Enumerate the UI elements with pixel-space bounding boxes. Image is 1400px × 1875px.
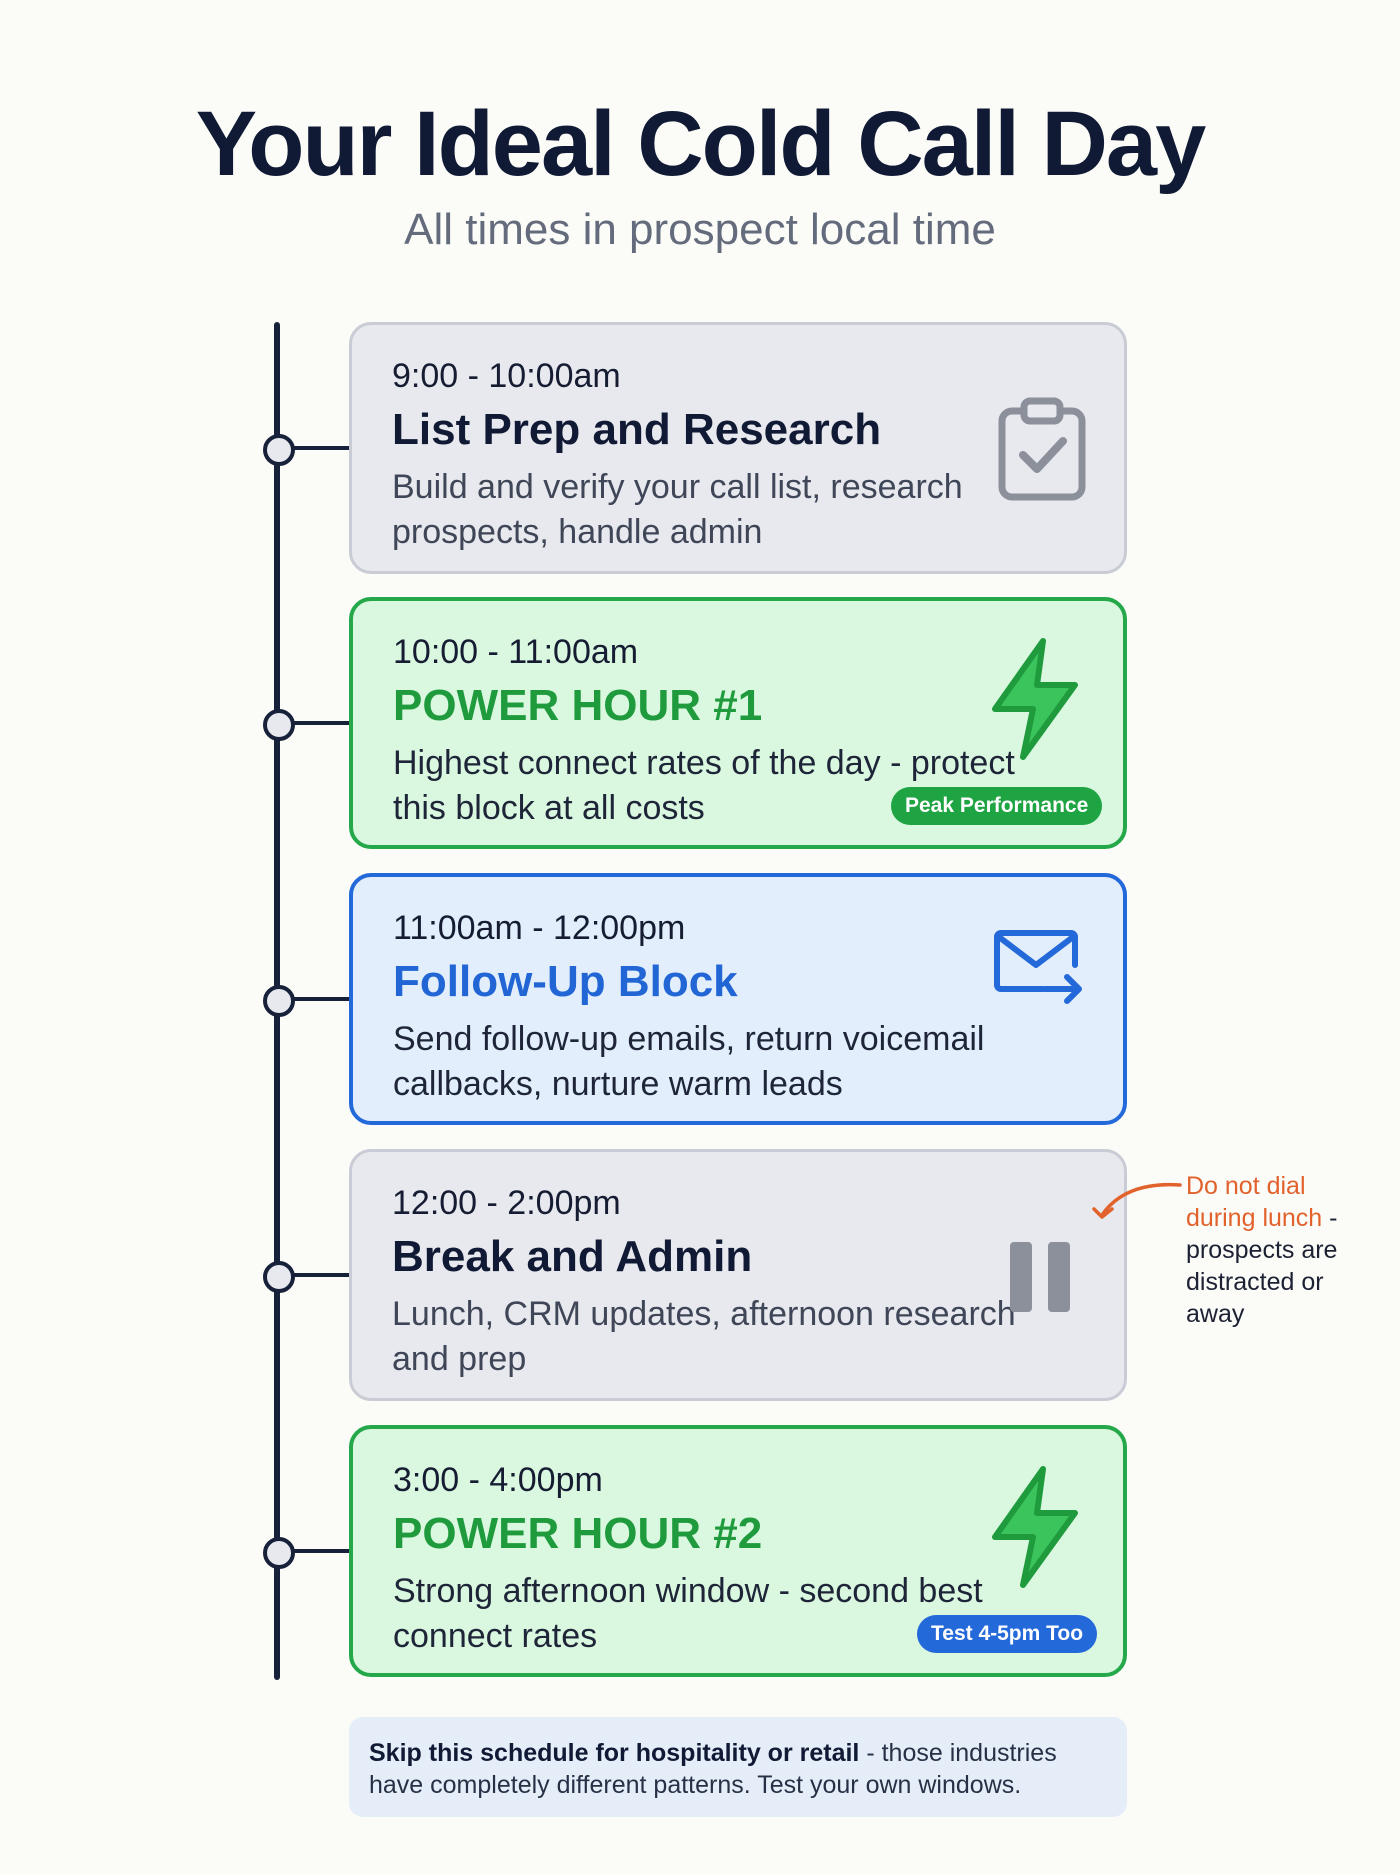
block-description: Send follow-up emails, return voicemail … <box>393 1020 985 1103</box>
side-note-highlight: Do not dial during lunch <box>1186 1172 1323 1232</box>
footer-text: - those industries have completely diffe… <box>369 1739 1057 1799</box>
block-heading: Break and Admin <box>392 1232 753 1281</box>
timeline-connector <box>291 1273 349 1277</box>
timeline-node <box>263 985 295 1017</box>
block-heading: Follow-Up Block <box>393 957 738 1006</box>
block-heading: List Prep and Research <box>392 405 882 454</box>
lightning-bolt-icon <box>985 637 1085 766</box>
block-time: 3:00 - 4:00pm <box>393 1461 603 1499</box>
pause-icon <box>1008 1240 1072 1319</box>
peak-performance-badge: Peak Performance <box>891 787 1103 825</box>
schedule-block-break-admin: 12:00 - 2:00pm Break and Admin Lunch, CR… <box>349 1149 1127 1401</box>
mail-forward-icon <box>993 927 1087 1016</box>
footer-note: Skip this schedule for hospitality or re… <box>349 1717 1127 1817</box>
schedule-block-list-prep: 9:00 - 10:00am List Prep and Research Bu… <box>349 322 1127 574</box>
block-time: 9:00 - 10:00am <box>392 357 621 395</box>
footer-bold-text: Skip this schedule for hospitality or re… <box>369 1739 860 1767</box>
block-time: 12:00 - 2:00pm <box>392 1184 621 1222</box>
block-heading: POWER HOUR #2 <box>393 1509 763 1558</box>
timeline-connector <box>291 446 349 450</box>
timeline-connector <box>291 1549 349 1553</box>
block-description: Lunch, CRM updates, afternoon research a… <box>392 1295 1016 1378</box>
schedule-block-power-hour-2: 3:00 - 4:00pm POWER HOUR #2 Strong after… <box>349 1425 1127 1677</box>
timeline-node <box>263 709 295 741</box>
curved-arrow-icon <box>1090 1175 1190 1230</box>
timeline-node <box>263 434 295 466</box>
block-time: 11:00am - 12:00pm <box>393 909 686 947</box>
block-heading: POWER HOUR #1 <box>393 681 763 730</box>
schedule-block-follow-up: 11:00am - 12:00pm Follow-Up Block Send f… <box>349 873 1127 1125</box>
block-time: 10:00 - 11:00am <box>393 633 639 671</box>
timeline-connector <box>291 997 349 1001</box>
block-description: Build and verify your call list, researc… <box>392 468 963 551</box>
side-note-text: - prospects are distracted or away <box>1186 1204 1338 1328</box>
clipboard-check-icon <box>997 397 1087 506</box>
schedule-block-power-hour-1: 10:00 - 11:00am POWER HOUR #1 Highest co… <box>349 597 1127 849</box>
test-window-badge: Test 4-5pm Too <box>917 1615 1098 1653</box>
block-description: Highest connect rates of the day - prote… <box>393 744 1015 827</box>
timeline-node <box>263 1261 295 1293</box>
block-description: Strong afternoon window - second best co… <box>393 1572 983 1655</box>
timeline-node <box>263 1537 295 1569</box>
page-title: Your Ideal Cold Call Day <box>195 93 1207 195</box>
lightning-bolt-icon <box>985 1465 1085 1594</box>
lunch-side-note: Do not dial during lunch - prospects are… <box>1186 1170 1376 1330</box>
page-subtitle: All times in prospect local time <box>404 205 996 254</box>
timeline-connector <box>291 721 349 725</box>
